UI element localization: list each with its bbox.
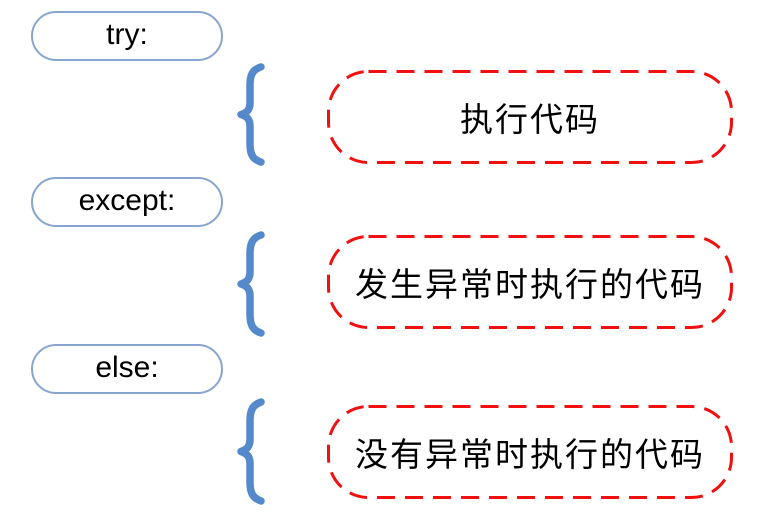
left-brace-icon [237,398,267,505]
dashed-border [327,70,733,164]
keyword-pill-except: except: [31,177,223,227]
left-brace-icon [237,231,267,337]
keyword-label-try: try: [106,17,148,51]
body-label-except: 发生异常时执行的代码 [355,265,705,304]
body-label-try: 执行代码 [460,100,600,139]
body-box-except: 发生异常时执行的代码 [327,235,733,329]
dashed-border [327,235,733,329]
body-box-try: 执行代码 [327,70,733,164]
body-box-else: 没有异常时执行的代码 [327,405,733,499]
left-brace-icon [237,63,267,166]
keyword-label-else: else: [95,350,159,384]
keyword-pill-else: else: [31,344,223,394]
keyword-pill-try: try: [31,11,223,61]
body-label-else: 没有异常时执行的代码 [355,435,705,474]
keyword-label-except: except: [78,183,176,217]
dashed-border [327,405,733,499]
